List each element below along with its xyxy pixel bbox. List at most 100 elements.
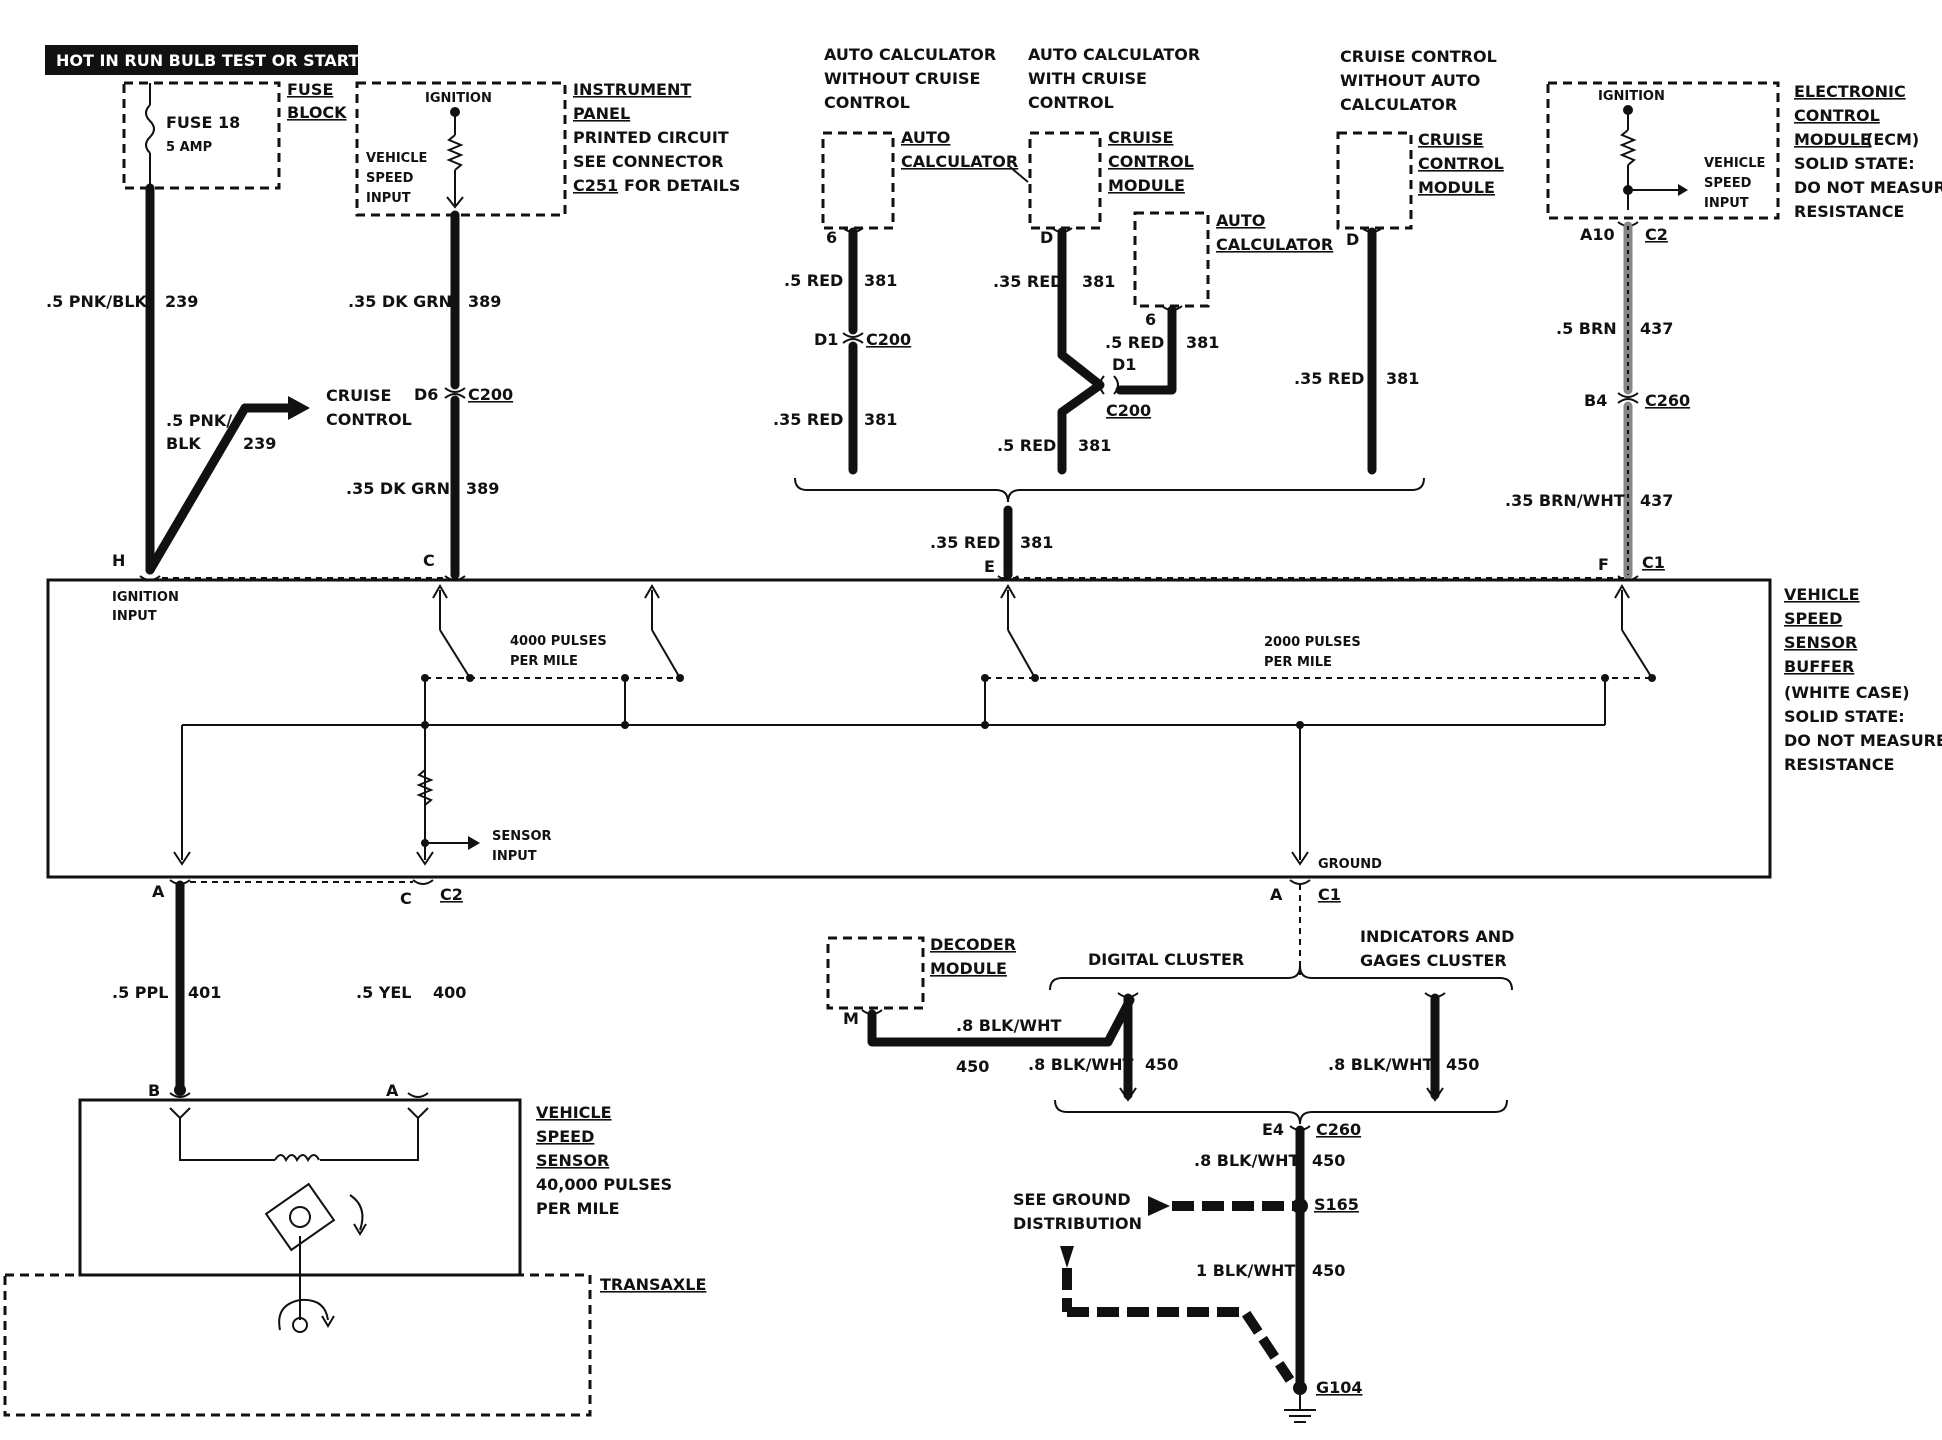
ecm-vsi-2: SPEED xyxy=(1704,176,1752,191)
ecm-t4: SOLID STATE: xyxy=(1794,154,1915,173)
ecm: IGNITION VEHICLE SPEED INPUT ELECTRONIC … xyxy=(1546,81,1942,221)
transaxle: TRANSAXLE xyxy=(3,1236,706,1417)
pin-6b: 6 xyxy=(1145,310,1156,329)
wire-381-b-calc xyxy=(1115,305,1177,395)
w389b-num: 389 xyxy=(466,479,499,498)
fuse-block-title-1: FUSE xyxy=(287,80,333,99)
pin-c: C xyxy=(423,551,435,570)
ip-title-5b: FOR DETAILS xyxy=(624,176,740,195)
w450a-num: 450 xyxy=(956,1057,989,1076)
r381-d-color: .5 RED xyxy=(1105,333,1164,352)
sensor-pin-a: A xyxy=(386,1081,399,1100)
ecm-t5: DO NOT MEASURE xyxy=(1794,178,1942,197)
b437-color: .5 BRN xyxy=(1556,319,1617,338)
vss-t2: SPEED xyxy=(536,1127,594,1146)
w450b-color: .8 BLK/WHT xyxy=(1028,1055,1133,1074)
w450a-color: .8 BLK/WHT xyxy=(956,1016,1061,1035)
vss-t3: SENSOR xyxy=(536,1151,609,1170)
bw437-color: .35 BRN/WHT xyxy=(1505,491,1625,510)
w450b-num: 450 xyxy=(1145,1055,1178,1074)
ground-brace xyxy=(1054,1099,1508,1125)
pin-f: F xyxy=(1598,555,1609,574)
ip-title-3: PRINTED CIRCUIT xyxy=(573,128,729,147)
wire-381-b xyxy=(1057,227,1105,475)
auto-calc-2: CALCULATOR xyxy=(901,152,1018,171)
b4-label: B4 xyxy=(1584,391,1607,410)
splice-s165 xyxy=(1292,1198,1308,1214)
cruise-control-2: CONTROL xyxy=(326,410,412,429)
r381-b-color: .35 RED xyxy=(773,410,843,429)
sensor-input-1: SENSOR xyxy=(492,829,552,844)
c2-bot: C2 xyxy=(440,885,463,904)
ecm-vsi-3: INPUT xyxy=(1704,196,1749,211)
cruise-control-1: CRUISE xyxy=(326,386,391,405)
ip-ignition: IGNITION xyxy=(425,91,492,106)
pin-c-bot: C xyxy=(400,889,412,908)
ind-1: INDICATORS AND xyxy=(1360,927,1514,946)
ip-title-1: INSTRUMENT xyxy=(573,80,691,99)
cruise-c1: CRUISE xyxy=(1418,130,1483,149)
speed-sensor-buffer: H IGNITION INPUT C E F C1 4000 PULSES P xyxy=(46,551,1942,908)
p4000-2: PER MILE xyxy=(510,654,578,669)
cfg-a3: CONTROL xyxy=(824,93,910,112)
yel-color: .5 YEL xyxy=(356,983,412,1002)
cfg-a2: WITHOUT CRUISE xyxy=(824,69,980,88)
ground-label: GROUND xyxy=(1318,857,1382,872)
fuse-block: FUSE 18 5 AMP FUSE BLOCK xyxy=(122,80,347,190)
r381-b-num: 381 xyxy=(864,410,897,429)
buffer-t6: SOLID STATE: xyxy=(1784,707,1905,726)
w450c-num: 450 xyxy=(1446,1055,1479,1074)
w450e-color: 1 BLK/WHT xyxy=(1196,1261,1295,1280)
ecm-t3: MODULE xyxy=(1794,130,1871,149)
fuse-rating: 5 AMP xyxy=(166,140,212,155)
see-ground-2: DISTRIBUTION xyxy=(1013,1214,1142,1233)
c260-a: C260 xyxy=(1645,391,1690,410)
pin-e: E xyxy=(984,557,995,576)
fuse-label: FUSE 18 xyxy=(166,113,240,132)
r381-e-color: .5 RED xyxy=(997,436,1056,455)
pin-d-a: D xyxy=(1040,228,1053,247)
c260-b: C260 xyxy=(1316,1120,1361,1139)
w239b-color-1: .5 PNK/ xyxy=(166,411,232,430)
r381-c-color: .35 RED xyxy=(993,272,1063,291)
auto-calculator-box-a xyxy=(821,131,895,230)
cruise-c3: MODULE xyxy=(1418,178,1495,197)
ip-vsi-1: VEHICLE xyxy=(366,151,427,166)
see-ground-arrow xyxy=(1148,1196,1170,1216)
pin-a-bot: A xyxy=(152,882,165,901)
cruise-3: MODULE xyxy=(1108,176,1185,195)
decoder-2: MODULE xyxy=(930,959,1007,978)
ppl-color: .5 PPL xyxy=(112,983,168,1002)
d6-label: D6 xyxy=(414,385,438,404)
a10-label: A10 xyxy=(1580,225,1615,244)
cfg-c1: CRUISE CONTROL xyxy=(1340,47,1497,66)
w389a-color: .35 DK GRN xyxy=(348,292,452,311)
cruise-c2: CONTROL xyxy=(1418,154,1504,173)
ppl-num: 401 xyxy=(188,983,221,1002)
w389a-num: 389 xyxy=(468,292,501,311)
buffer-t4: BUFFER xyxy=(1784,657,1854,676)
cruise-module-box-b xyxy=(1028,131,1102,230)
r381-a-color: .5 RED xyxy=(784,271,843,290)
cfg-b1: AUTO CALCULATOR xyxy=(1028,45,1200,64)
auto-calc-b2: CALCULATOR xyxy=(1216,235,1333,254)
w450c-color: .8 BLK/WHT xyxy=(1328,1055,1433,1074)
buffer-t2: SPEED xyxy=(1784,609,1842,628)
decoder-1: DECODER xyxy=(930,935,1016,954)
buffer-t8: RESISTANCE xyxy=(1784,755,1894,774)
cruise-2: CONTROL xyxy=(1108,152,1194,171)
c200-a: C200 xyxy=(468,385,513,404)
c200-c: C200 xyxy=(1106,401,1151,420)
e4-label: E4 xyxy=(1262,1120,1284,1139)
instrument-panel: IGNITION VEHICLE SPEED INPUT INSTRUMENT … xyxy=(355,80,740,217)
p4000-1: 4000 PULSES xyxy=(510,634,607,649)
cfg-b2: WITH CRUISE xyxy=(1028,69,1147,88)
pin-a-gnd: A xyxy=(1270,885,1283,904)
r381-d-num: 381 xyxy=(1186,333,1219,352)
ip-title-4: SEE CONNECTOR xyxy=(573,152,724,171)
hot-label: HOT IN RUN BULB TEST OR START xyxy=(56,51,359,70)
transaxle-label: TRANSAXLE xyxy=(600,1275,706,1294)
r381-e-num: 381 xyxy=(1078,436,1111,455)
buffer-t1: VEHICLE xyxy=(1784,585,1860,604)
